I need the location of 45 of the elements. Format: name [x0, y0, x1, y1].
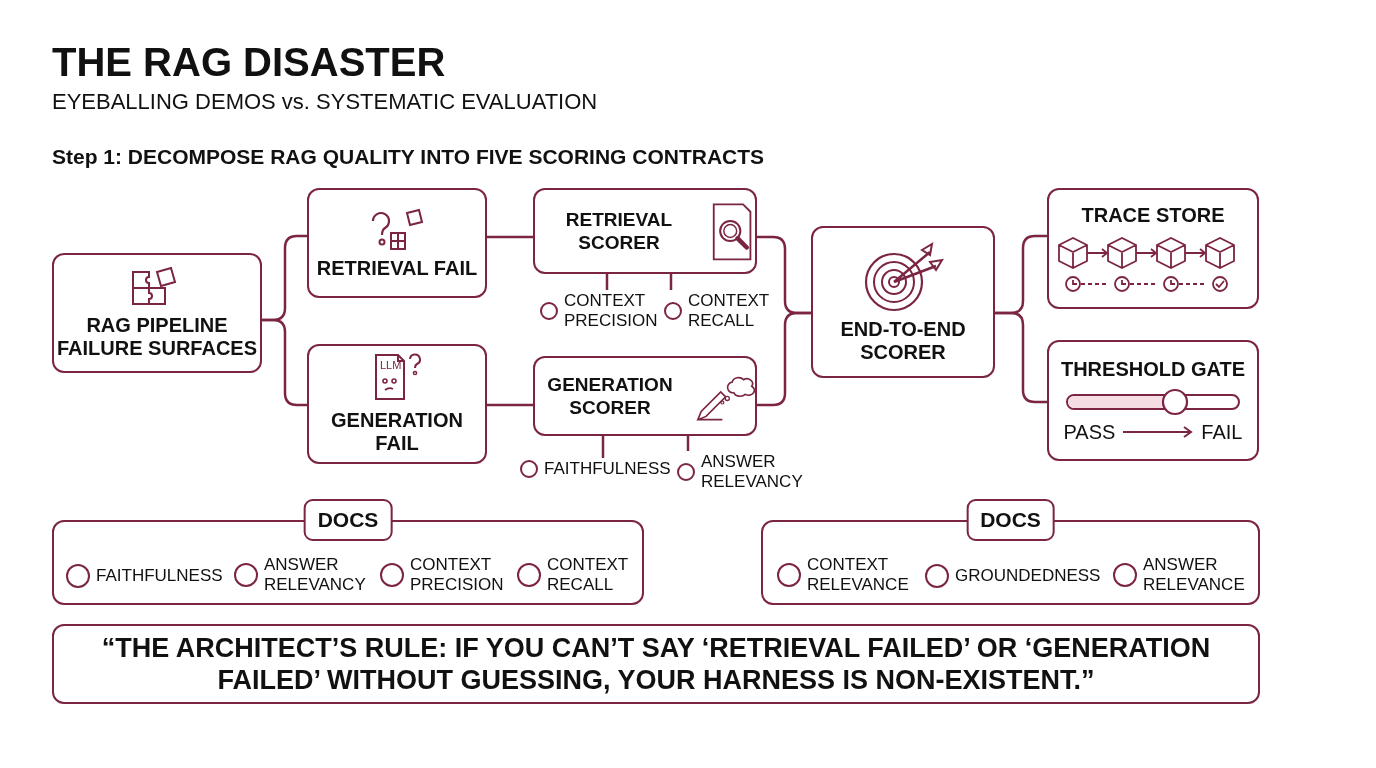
box-title: END-TO-END SCORER: [839, 318, 967, 364]
box-title: TRACE STORE: [1081, 204, 1225, 227]
connector-line: [669, 274, 673, 290]
connector-line: [995, 311, 1047, 404]
section-heading: Step 1: DECOMPOSE RAG QUALITY INTO FIVE SCORING CONTRACTS: [52, 145, 765, 169]
tab-label: DOCS: [966, 499, 1055, 541]
title: THE RAG DISASTER: [52, 40, 446, 85]
process-box: [533, 188, 757, 274]
metric-label: GROUNDEDNESS: [955, 566, 1101, 586]
metric-label: ANSWER RELEVANCY: [264, 555, 366, 595]
connector-line: [686, 436, 690, 451]
connector-line: [601, 436, 605, 458]
subtitle: EYEBALLING DEMOS vs. SYSTEMATIC EVALUATION: [52, 89, 598, 115]
metric-label: CONTEXT RECALL: [688, 291, 770, 331]
connector-line: [487, 235, 533, 239]
fail-label: FAIL: [1201, 420, 1243, 444]
icon-label: LLM: [380, 359, 402, 371]
connector-line: [605, 274, 609, 290]
box-title: RAG PIPELINE FAILURE SURFACES: [56, 314, 258, 360]
metric-label: CONTEXT PRECISION: [410, 555, 505, 595]
metric-label: FAITHFULNESS: [544, 459, 671, 479]
box-title: GENERATION SCORER: [546, 373, 674, 419]
process-box: [52, 253, 262, 373]
box-title: RETRIEVAL SCORER: [564, 208, 674, 254]
box-title: RETRIEVAL FAIL: [316, 256, 478, 280]
process-box: [811, 226, 995, 378]
metric-label: CONTEXT RECALL: [547, 555, 629, 595]
box-title: “THE ARCHITECT’S RULE: IF YOU CAN’T SAY ‘RETRIEVAL FAILED’ OR ‘GENERATION FAILED’ WITHOUT GUESSING, YOUR HARNESS IS NON-EXISTENT.”: [100, 632, 1212, 696]
metric-label: FAITHFULNESS: [96, 566, 223, 586]
pass-label: PASS: [1063, 420, 1116, 444]
metric-label: ANSWER RELEVANCE: [1143, 555, 1246, 595]
box-title: GENERATION FAIL: [330, 409, 464, 455]
box-title: THRESHOLD GATE: [1060, 357, 1246, 381]
process-box: [307, 344, 487, 464]
connector-line: [757, 311, 811, 407]
metric-label: CONTEXT PRECISION: [564, 291, 658, 331]
metric-label: ANSWER RELEVANCY: [701, 452, 804, 492]
tab-label: DOCS: [303, 499, 393, 541]
connector-line: [487, 403, 533, 407]
process-box: [1047, 188, 1259, 309]
process-box: [533, 356, 757, 436]
metric-label: CONTEXT RELEVANCE: [807, 555, 910, 595]
process-box: [1047, 340, 1259, 461]
process-box: [307, 188, 487, 298]
process-box: [52, 624, 1260, 704]
